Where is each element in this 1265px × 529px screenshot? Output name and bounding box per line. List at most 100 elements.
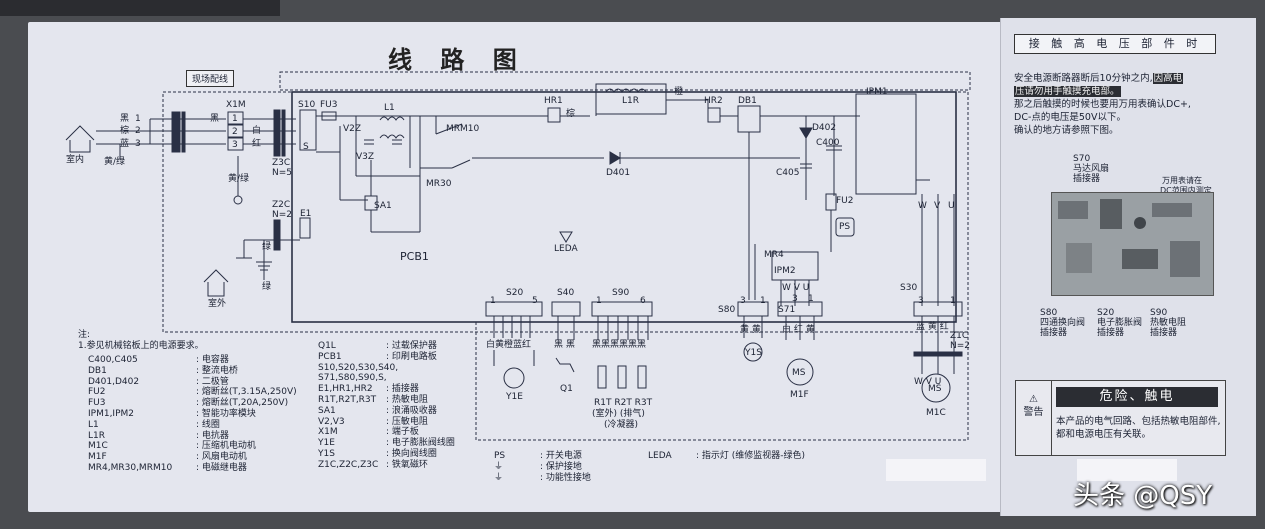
ground-wire-label: 黄/绿: [104, 157, 126, 167]
s90-right-label: S90: [1150, 308, 1168, 318]
warning-triangle-icon: ⚠: [1029, 394, 1038, 405]
c400-label: C400: [816, 138, 840, 148]
s80-right-label: S80: [1040, 308, 1058, 318]
legend-row: DB1: 整流电桥: [88, 365, 238, 376]
s40-label: S40: [557, 288, 575, 298]
e1-label: E1: [300, 209, 312, 219]
notes-block: 注: 1.参见机械铭板上的电源要求。: [78, 330, 204, 352]
s90-colors: 黑黑黑黑黑黑: [592, 340, 647, 350]
pcb1-label: PCB1: [400, 250, 429, 263]
legend-row: M1C: 压缩机电动机: [88, 441, 256, 452]
x1m-terminal-1: 1: [232, 114, 238, 124]
s80-pin-3: 3: [740, 296, 746, 306]
w-label: W: [918, 201, 927, 211]
s20-right-d1: 电子膨胀阀: [1097, 318, 1143, 328]
ipm1-label: IPM1: [866, 87, 888, 97]
protective-earth-icon: ⏚: [494, 461, 504, 472]
fan-motor-ms: MS: [792, 368, 806, 378]
wiring-diagram-sheet: [28, 22, 1006, 512]
s90-pin-1: 1: [596, 296, 602, 306]
mr30-label: MR30: [426, 179, 452, 189]
s90-right-d2: 插接器: [1150, 328, 1178, 338]
s30-block: [913, 301, 963, 403]
l1-label: L1: [384, 103, 395, 113]
v3z-label: V3Z: [356, 152, 375, 162]
notes-line1: 1.参见机械铭板上的电源要求。: [78, 340, 204, 351]
s71-pin-1: 1: [808, 294, 814, 304]
s20-label: S20: [506, 288, 524, 298]
pcb1-outline: [291, 91, 957, 323]
s20-right-d2: 插接器: [1097, 328, 1125, 338]
legend-row: C400,C405: 电容器: [88, 355, 229, 365]
legend-row: MR4,MR30,MRM10: 电磁继电器: [88, 462, 247, 473]
hr1-wire-label: 棕: [566, 109, 576, 119]
s20-pin-5: 5: [532, 296, 538, 306]
wire-label-blue: 蓝: [120, 139, 130, 149]
legend-row: X1M: 端子板: [318, 427, 419, 438]
green-label-1: 绿: [262, 242, 272, 252]
z3c-n: N=5: [272, 168, 292, 178]
mrm10-label: MRM10: [446, 124, 480, 134]
danger-warning-box: ⚠ 警告 危险、触电 本产品的电气回路、包括热敏电阻部件,都和电源电压有关联。: [1015, 380, 1226, 456]
pcb-photo-art: [1058, 199, 1200, 277]
db1-label: DB1: [738, 96, 757, 106]
legend-row: L1R: 电抗器: [88, 430, 229, 441]
fu2-label: FU2: [836, 196, 854, 206]
thermistor-labels: R1T R2T R3T: [594, 398, 653, 408]
wire-num-2: 2: [135, 126, 141, 136]
blank-label-2: [1077, 459, 1177, 481]
wire-label-black: 黑: [120, 114, 130, 124]
z3c-label: Z3C: [272, 158, 291, 168]
wire-num-3: 3: [135, 139, 141, 149]
y1e-label: Y1E: [506, 392, 523, 402]
legend-row: PS: 开关电源: [494, 451, 582, 461]
warning-paragraph: 安全电源断路器断后10分钟之内,因高电 压请勿用手触摸充电部。 那之后触摸的时候…: [1014, 73, 1191, 136]
legend-left: C400,C405: 电容器 DB1: 整流电桥 D401,D402: 二极管 …: [88, 355, 297, 474]
x1m-color-white: 白: [252, 126, 262, 136]
functional-earth-icon: ⏚: [494, 472, 504, 483]
s40-colors: 黑 黑: [554, 340, 575, 350]
legend-mid: Q1L: 过载保护器 PCB1: 印刷电路板 S10,S20,S30,S40, …: [318, 341, 455, 471]
legend-row: M1F: 风扇电动机: [88, 452, 247, 463]
warning-side: ⚠ 警告: [1016, 381, 1052, 455]
s30-pin-3: 3: [918, 296, 924, 306]
hr1-label: HR1: [544, 96, 563, 106]
fu3-label: FU3: [320, 100, 338, 110]
u-label: U: [948, 201, 955, 211]
high-voltage-header: 接 触 高 电 压 部 件 时: [1014, 34, 1216, 54]
m1c-label: M1C: [926, 408, 946, 418]
z2c-n: N=2: [272, 210, 292, 220]
s90-right-d1: 热敏电阻: [1150, 318, 1187, 328]
legend-row: ⏚: 保护接地: [494, 461, 582, 472]
meter-note2: DC范围内测定: [1160, 186, 1212, 195]
compressor-ms: MS: [928, 384, 942, 394]
pcb-photo: [1051, 192, 1214, 296]
legend-row: Y1E: 电子膨胀阀线圈: [318, 438, 455, 449]
s-label: S: [303, 142, 309, 152]
s71-colors: 白 红 黄: [782, 325, 815, 335]
legend-row: L1: 线圈: [88, 419, 220, 430]
c405-label: C405: [776, 168, 800, 178]
indoor-label: 室内: [66, 155, 85, 165]
z1c-label: Z1C: [950, 331, 969, 341]
m1f-label: M1F: [790, 390, 809, 400]
z2c-label: Z2C: [272, 200, 291, 210]
s30-colors: 蓝 黄 红: [916, 322, 949, 332]
ground2-label: 黄/绿: [228, 174, 250, 184]
s20-colors: 白黄橙蓝红: [486, 340, 532, 350]
legend-row: Q1L: 过载保护器: [318, 341, 437, 351]
orange-wire-label: 橙: [674, 87, 684, 97]
x1m-terminal-3: 3: [232, 140, 238, 150]
s40-block: [551, 301, 581, 373]
v2z-label: V2Z: [343, 124, 362, 134]
page-title: 线 路 图: [388, 46, 527, 74]
legend-symbols: PS: 开关电源 ⏚: 保护接地 ⏚: 功能性接地: [494, 451, 591, 483]
s70-label: S70: [1073, 154, 1091, 164]
q1-label: Q1: [560, 384, 573, 394]
danger-title: 危险、触电: [1056, 387, 1218, 407]
top-dashed-frame: [279, 71, 971, 91]
legend-leda: LEDA: 指示灯 (维修监视器-绿色): [648, 451, 805, 462]
v-label: V: [934, 201, 941, 211]
watermark: 头条 @QSY: [1073, 481, 1213, 511]
